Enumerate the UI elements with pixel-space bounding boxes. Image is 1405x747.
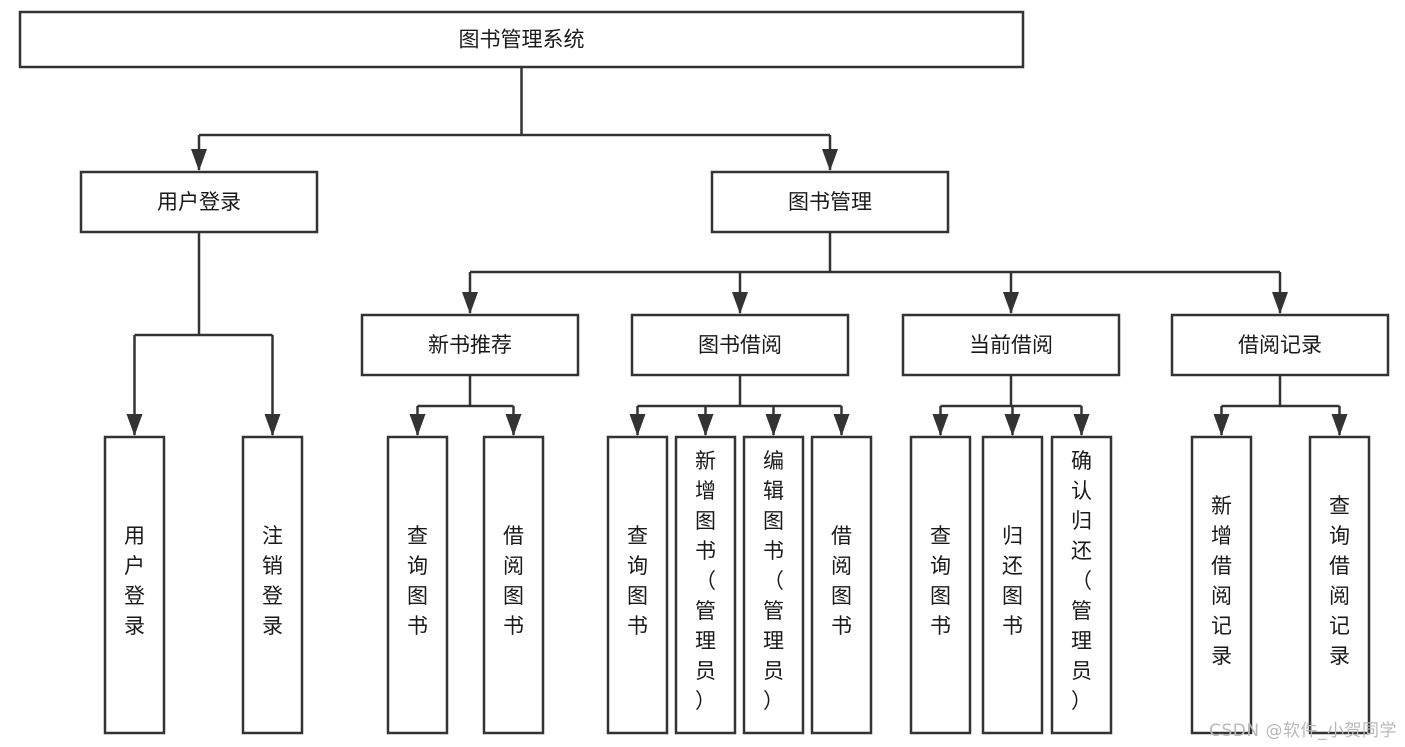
arrow-head-icon — [1004, 414, 1021, 436]
node-root-box[interactable] — [18, 10, 1025, 69]
node-leaf-confirm-return-label: 确认归还（管理员） — [1071, 449, 1092, 713]
node-leaf-add-book-box[interactable] — [674, 435, 737, 735]
arrow-head-icon — [833, 414, 850, 436]
node-current-borrow-box[interactable] — [901, 313, 1121, 377]
arrow-head-icon — [822, 149, 838, 171]
node-leaf-query-book-1-label: 查询图书 — [407, 524, 428, 638]
node-root-label: 图书管理系统 — [459, 28, 585, 52]
node-root[interactable]: 图书管理系统 — [18, 10, 1025, 69]
node-new-book-rec[interactable]: 新书推荐 — [360, 313, 580, 377]
arrow-head-icon — [1003, 292, 1019, 314]
node-leaf-add-book-label: 新增图书（管理员） — [695, 449, 716, 713]
arrow-head-icon — [1272, 292, 1288, 314]
node-leaf-confirm-return[interactable]: 确认归还（管理员） — [1050, 435, 1113, 735]
node-leaf-user-login[interactable]: 用户登录 — [103, 435, 166, 735]
node-current-borrow-label: 当前借阅 — [969, 333, 1053, 357]
node-leaf-borrow-book-1-box[interactable] — [482, 435, 545, 735]
arrow-head-icon — [765, 414, 782, 436]
node-leaf-borrow-book-1[interactable]: 借阅图书 — [482, 435, 545, 735]
node-leaf-user-logout-label: 注销登录 — [262, 524, 283, 638]
node-borrow-record-label: 借阅记录 — [1238, 333, 1322, 357]
node-user-login[interactable]: 用户登录 — [79, 170, 319, 234]
node-leaf-user-login-label: 用户登录 — [124, 524, 145, 638]
node-leaf-query-book-3[interactable]: 查询图书 — [909, 435, 972, 735]
node-leaf-query-book-1[interactable]: 查询图书 — [386, 435, 449, 735]
node-leaf-query-record[interactable]: 查询借阅记录 — [1308, 435, 1371, 735]
node-leaf-edit-book[interactable]: 编辑图书（管理员） — [742, 435, 805, 735]
arrow-head-icon — [126, 414, 143, 436]
node-leaf-confirm-return-box[interactable] — [1050, 435, 1113, 735]
node-borrow-record[interactable]: 借阅记录 — [1170, 313, 1390, 377]
node-leaf-borrow-book-2-label: 借阅图书 — [831, 524, 852, 638]
node-leaf-query-record-box[interactable] — [1308, 435, 1371, 735]
arrow-head-icon — [264, 414, 281, 436]
node-leaf-query-book-1-box[interactable] — [386, 435, 449, 735]
node-leaf-borrow-book-2[interactable]: 借阅图书 — [810, 435, 873, 735]
node-leaf-borrow-book-2-box[interactable] — [810, 435, 873, 735]
node-leaf-borrow-book-1-label: 借阅图书 — [503, 524, 524, 638]
node-leaf-query-record-label: 查询借阅记录 — [1329, 494, 1350, 668]
node-book-manage-label: 图书管理 — [788, 190, 872, 214]
node-leaf-return-book[interactable]: 归还图书 — [981, 435, 1044, 735]
arrow-head-icon — [1331, 414, 1348, 436]
node-borrow-record-box[interactable] — [1170, 313, 1390, 377]
node-leaf-add-record-label: 新增借阅记录 — [1211, 494, 1232, 668]
arrow-head-icon — [932, 414, 949, 436]
arrow-head-icon — [629, 414, 646, 436]
node-user-login-box[interactable] — [79, 170, 319, 234]
node-leaf-query-book-3-label: 查询图书 — [930, 524, 951, 638]
node-new-book-rec-box[interactable] — [360, 313, 580, 377]
arrow-head-icon — [697, 414, 714, 436]
arrow-head-icon — [462, 292, 478, 314]
node-leaf-user-logout-box[interactable] — [241, 435, 304, 735]
node-leaf-add-record[interactable]: 新增借阅记录 — [1190, 435, 1253, 735]
node-leaf-query-book-2[interactable]: 查询图书 — [606, 435, 669, 735]
arrow-head-icon — [1213, 414, 1230, 436]
node-leaf-query-book-2-label: 查询图书 — [627, 524, 648, 638]
node-leaf-user-logout[interactable]: 注销登录 — [241, 435, 304, 735]
node-leaf-query-book-3-box[interactable] — [909, 435, 972, 735]
node-book-borrow-box[interactable] — [630, 313, 850, 377]
arrow-head-icon — [1073, 414, 1090, 436]
node-book-manage[interactable]: 图书管理 — [710, 170, 950, 234]
node-book-manage-box[interactable] — [710, 170, 950, 234]
node-leaf-user-login-box[interactable] — [103, 435, 166, 735]
node-book-borrow[interactable]: 图书借阅 — [630, 313, 850, 377]
node-current-borrow[interactable]: 当前借阅 — [901, 313, 1121, 377]
node-user-login-label: 用户登录 — [157, 190, 241, 214]
edges-layer — [126, 67, 1348, 436]
node-new-book-rec-label: 新书推荐 — [428, 333, 512, 357]
node-leaf-add-record-box[interactable] — [1190, 435, 1253, 735]
nodes-layer: 图书管理系统用户登录图书管理新书推荐图书借阅当前借阅借阅记录用户登录注销登录查询… — [18, 10, 1390, 735]
node-leaf-edit-book-box[interactable] — [742, 435, 805, 735]
node-leaf-query-book-2-box[interactable] — [606, 435, 669, 735]
node-leaf-edit-book-label: 编辑图书（管理员） — [763, 449, 784, 713]
node-leaf-return-book-box[interactable] — [981, 435, 1044, 735]
node-leaf-return-book-label: 归还图书 — [1002, 524, 1023, 638]
arrow-head-icon — [409, 414, 426, 436]
node-book-borrow-label: 图书借阅 — [698, 333, 782, 357]
arrow-head-icon — [505, 414, 522, 436]
arrow-head-icon — [732, 292, 748, 314]
arrow-head-icon — [191, 149, 207, 171]
node-leaf-add-book[interactable]: 新增图书（管理员） — [674, 435, 737, 735]
